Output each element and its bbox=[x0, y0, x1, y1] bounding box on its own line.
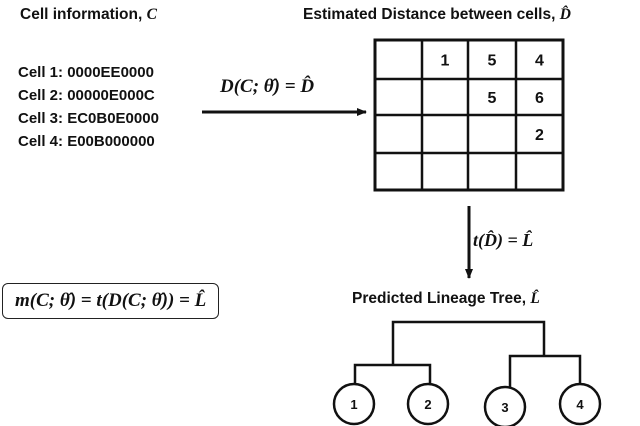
cell-code: E00B000000 bbox=[67, 133, 155, 150]
cell-code: 00000E000C bbox=[67, 87, 155, 104]
cell-label: Cell 4: bbox=[18, 133, 64, 150]
distance-symbol: D̂ bbox=[559, 6, 571, 23]
tree-leaf-node bbox=[406, 382, 450, 426]
distance-matrix: 1 5 4 5 6 2 bbox=[373, 38, 565, 192]
cell-row: Cell 3: EC0B0E0000 bbox=[18, 107, 159, 130]
model-equation-box: m(C; θ̂) = t(D(C; θ̂)) = L̂ bbox=[2, 283, 220, 319]
lineage-tree: 1 2 3 4 bbox=[332, 320, 602, 426]
tree-title-text: Predicted Lineage Tree, bbox=[352, 290, 531, 307]
tree-leaf-label: 3 bbox=[501, 400, 508, 415]
tree-leaf-label: 2 bbox=[424, 397, 431, 412]
matrix-cell-value: 2 bbox=[535, 127, 544, 144]
cell-info-title: Cell information, C bbox=[20, 6, 157, 24]
matrix-cell-value: 6 bbox=[535, 90, 544, 107]
cell-row: Cell 4: E00B000000 bbox=[18, 130, 159, 153]
tree-step-equation: t(D̂) = L̂ bbox=[473, 230, 534, 250]
tree-leaf-node bbox=[332, 382, 376, 426]
cell-row: Cell 2: 00000E000C bbox=[18, 84, 159, 107]
matrix-cell-value: 5 bbox=[488, 90, 497, 107]
tree-symbol: L̂ bbox=[530, 290, 540, 307]
tree-branches bbox=[353, 320, 582, 387]
tree-leaf-node bbox=[483, 385, 527, 426]
cell-row: Cell 1: 0000EE0000 bbox=[18, 61, 159, 84]
distance-title: Estimated Distance between cells, D̂ bbox=[303, 6, 571, 24]
tree-leaf-node bbox=[558, 382, 602, 426]
tree-leaf-label: 1 bbox=[350, 397, 357, 412]
distance-title-text: Estimated Distance between cells, bbox=[303, 6, 560, 23]
cell-label: Cell 2: bbox=[18, 87, 64, 104]
matrix-cell-value: 4 bbox=[535, 53, 544, 70]
tree-leaf-label: 4 bbox=[576, 397, 584, 412]
cell-info-symbol: C bbox=[146, 6, 157, 23]
matrix-cell-value: 5 bbox=[488, 53, 497, 70]
cell-list: Cell 1: 0000EE0000 Cell 2: 00000E000C Ce… bbox=[18, 61, 159, 153]
matrix-cell-value: 1 bbox=[441, 53, 450, 70]
cell-label: Cell 3: bbox=[18, 110, 64, 127]
cell-info-title-text: Cell information, bbox=[20, 6, 147, 23]
cell-code: 0000EE0000 bbox=[67, 64, 154, 81]
tree-title: Predicted Lineage Tree, L̂ bbox=[352, 290, 540, 308]
cell-label: Cell 1: bbox=[18, 64, 64, 81]
distance-equation: D(C; θ̂) = D̂ bbox=[220, 76, 315, 97]
cell-code: EC0B0E0000 bbox=[67, 110, 159, 127]
model-equation: m(C; θ̂) = t(D(C; θ̂)) = L̂ bbox=[15, 290, 207, 311]
